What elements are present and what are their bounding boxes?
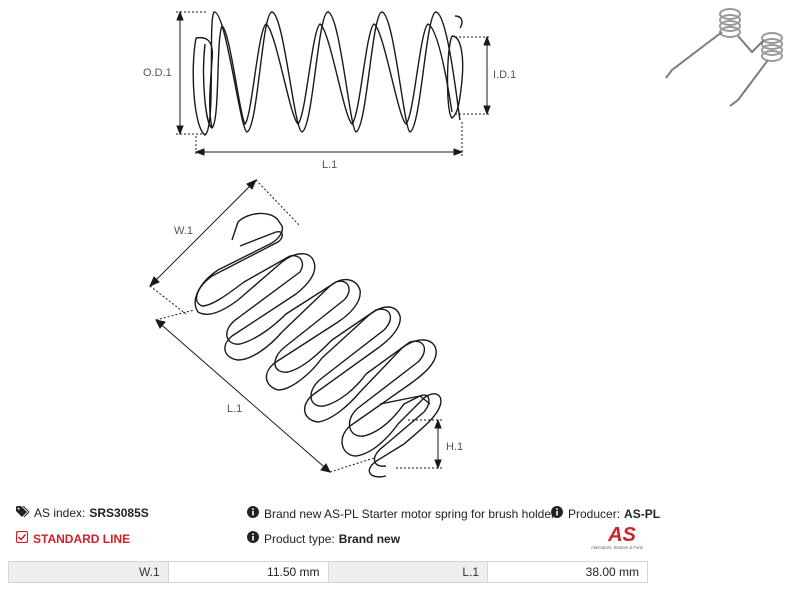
as-index-label: AS index: xyxy=(34,506,86,520)
label-height: H.1 xyxy=(446,441,463,453)
producer-label: Producer: xyxy=(568,506,621,521)
spec-key-l1: L.1 xyxy=(327,561,489,583)
spec-row: W.1 11.50 mm L.1 38.00 mm xyxy=(8,561,648,583)
spec-table: W.1 11.50 mm L.1 38.00 mm xyxy=(8,561,648,583)
standard-line-label: STANDARD LINE xyxy=(33,531,131,546)
check-square-icon xyxy=(15,530,29,546)
as-index: AS index: SRS3085S xyxy=(16,505,149,520)
info-icon xyxy=(247,506,259,521)
info-icon xyxy=(551,506,563,521)
as-index-value: SRS3085S xyxy=(89,506,149,520)
standard-line-badge: STANDARD LINE xyxy=(15,530,131,546)
spec-key-w1: W.1 xyxy=(8,561,169,583)
producer: Producer: AS-PL xyxy=(551,506,660,521)
bottom-spring xyxy=(194,212,442,478)
bottom-dimensions xyxy=(149,179,442,473)
spec-value-l1: 38.00 mm xyxy=(487,561,648,583)
top-dimensions xyxy=(176,10,491,156)
product-type-value: Brand new xyxy=(338,531,401,546)
product-type-label: Product type: xyxy=(264,531,335,546)
description: Brand new AS-PL Starter motor spring for… xyxy=(247,506,555,521)
label-bottom-length: L.1 xyxy=(227,403,242,415)
spec-value-w1: 11.50 mm xyxy=(167,561,329,583)
tag-icon xyxy=(16,505,30,520)
description-text: Brand new AS-PL Starter motor spring for… xyxy=(264,506,556,521)
spring-technical-drawing: O.D.1 I.D.1 L.1 W. xyxy=(143,8,783,478)
label-id: I.D.1 xyxy=(493,69,516,81)
as-pl-logo: AS Alternators, Starters & Parts xyxy=(591,524,643,550)
info-icon xyxy=(247,531,259,546)
label-od: O.D.1 xyxy=(143,67,172,79)
top-spring xyxy=(192,11,464,136)
product-type: Product type: Brand new xyxy=(247,531,400,546)
logo-text: AS xyxy=(607,524,636,546)
producer-value: AS-PL xyxy=(624,506,661,521)
label-width: W.1 xyxy=(174,225,193,237)
label-top-length: L.1 xyxy=(322,159,337,171)
logo-tagline: Alternators, Starters & Parts xyxy=(591,545,643,550)
torsion-spring-image xyxy=(665,8,783,107)
